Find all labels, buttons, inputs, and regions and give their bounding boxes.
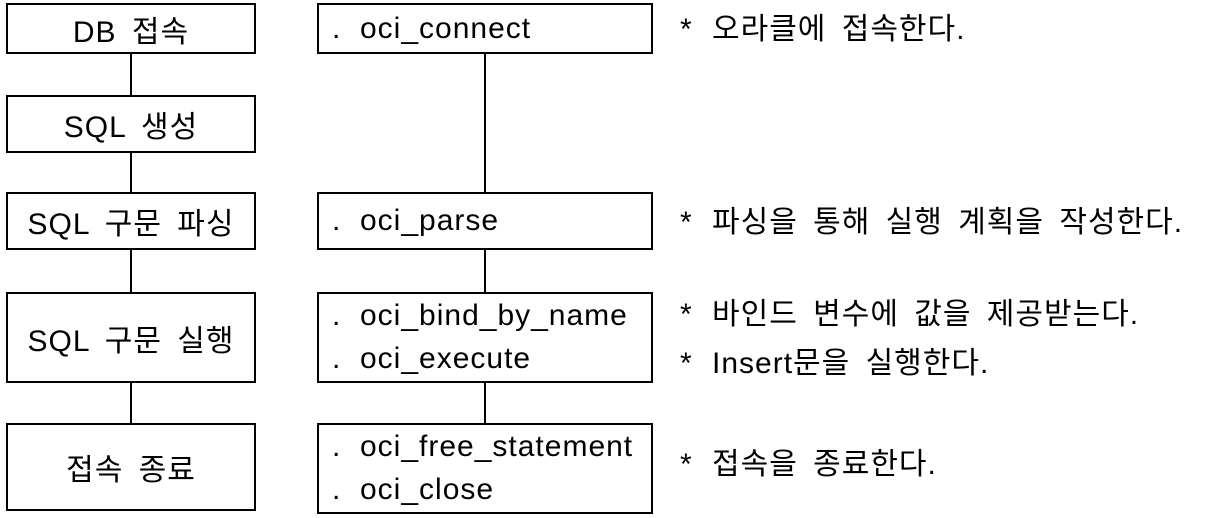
annotation-bind: * 바인드 변수에 값을 제공받는다. xyxy=(680,295,1139,335)
step-label: SQL 구문 파싱 xyxy=(27,208,235,241)
step-label: 접속 종료 xyxy=(66,454,196,487)
annotation-parse: * 파싱을 통해 실행 계획을 작성한다. xyxy=(680,203,1183,243)
annotation-text: Insert문을 실행한다. xyxy=(712,347,990,380)
connector-line xyxy=(130,54,132,95)
function-line: . oci_execute xyxy=(332,342,651,376)
step-box-sql-create: SQL 생성 xyxy=(6,95,256,153)
annotation-text: 접속을 종료한다. xyxy=(712,448,937,481)
function-box-oci-free-close: . oci_free_statement . oci_close xyxy=(317,423,653,514)
step-label: DB 접속 xyxy=(72,15,190,49)
annotation-text: 바인드 변수에 값을 제공받는다. xyxy=(712,298,1140,331)
function-name: oci_free_statement xyxy=(360,429,634,463)
step-box-disconnect: 접속 종료 xyxy=(6,423,256,511)
asterisk-marker: * xyxy=(680,13,693,46)
annotation-insert: * Insert문을 실행한다. xyxy=(680,344,989,384)
connector-line xyxy=(130,250,132,292)
function-name: oci_bind_by_name xyxy=(360,298,628,332)
function-box-oci-connect: . oci_connect xyxy=(317,3,653,54)
connector-line xyxy=(484,383,486,423)
annotation-close: * 접속을 종료한다. xyxy=(680,445,937,485)
function-name: oci_connect xyxy=(360,11,532,45)
function-name: oci_execute xyxy=(360,342,532,376)
step-box-db-connect: DB 접속 xyxy=(6,3,256,54)
connector-line xyxy=(130,383,132,423)
annotation-text: 파싱을 통해 실행 계획을 작성한다. xyxy=(712,206,1184,239)
step-label: SQL 생성 xyxy=(63,111,199,144)
step-box-sql-parse: SQL 구문 파싱 xyxy=(6,192,256,250)
connector-line xyxy=(130,153,132,192)
bullet-dot: . xyxy=(332,473,342,507)
function-name: oci_close xyxy=(360,473,495,507)
function-line: . oci_bind_by_name xyxy=(332,299,651,333)
asterisk-marker: * xyxy=(680,206,693,239)
function-box-oci-bind-execute: . oci_bind_by_name . oci_execute xyxy=(317,292,653,383)
bullet-dot: . xyxy=(332,11,342,45)
annotation-text: 오라클에 접속한다. xyxy=(712,13,966,46)
asterisk-marker: * xyxy=(680,448,693,481)
bullet-dot: . xyxy=(332,298,342,332)
function-line: . oci_parse xyxy=(332,204,651,238)
step-box-sql-execute: SQL 구문 실행 xyxy=(6,292,256,383)
function-box-oci-parse: . oci_parse xyxy=(317,192,653,250)
annotation-connect: * 오라클에 접속한다. xyxy=(680,10,965,50)
bullet-dot: . xyxy=(332,429,342,463)
asterisk-marker: * xyxy=(680,347,693,380)
bullet-dot: . xyxy=(332,204,342,237)
function-line: . oci_close xyxy=(332,473,651,507)
step-label: SQL 구문 실행 xyxy=(27,324,235,358)
function-line: . oci_free_statement xyxy=(332,430,651,464)
connector-line xyxy=(484,54,486,192)
function-name: oci_parse xyxy=(360,204,500,237)
connector-line xyxy=(484,250,486,292)
function-line: . oci_connect xyxy=(332,12,651,46)
asterisk-marker: * xyxy=(680,298,693,331)
bullet-dot: . xyxy=(332,342,342,376)
